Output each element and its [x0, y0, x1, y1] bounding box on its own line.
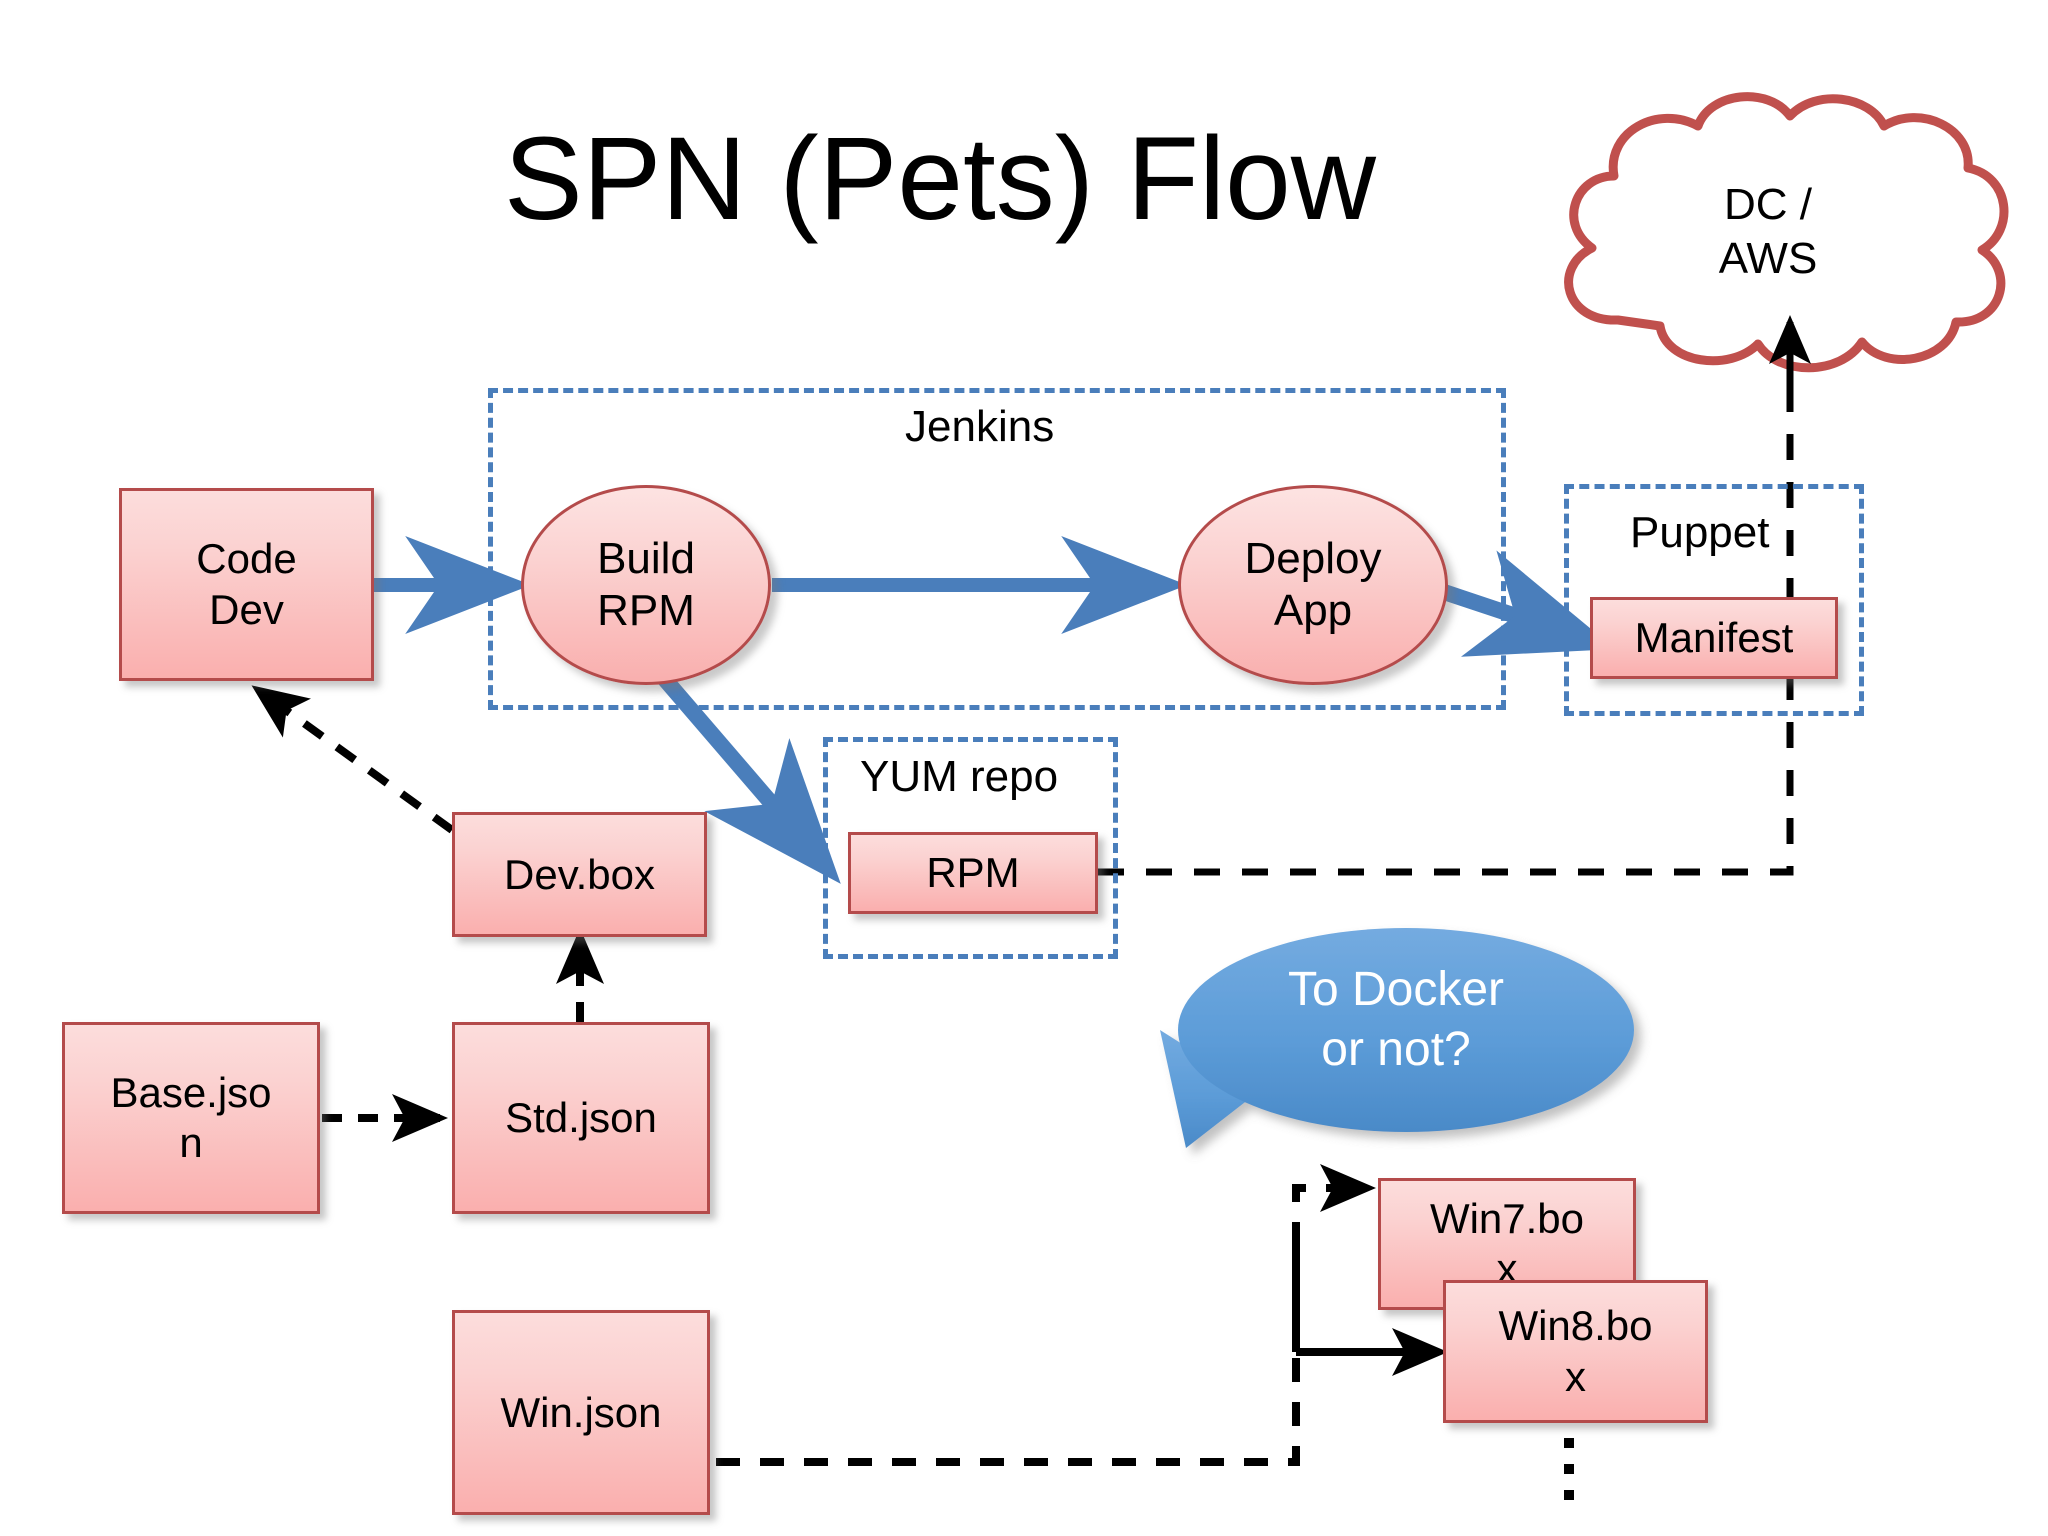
cloud-shape-dc-aws — [1564, 92, 2009, 373]
node-deploy-app-line1: Deploy — [1244, 534, 1382, 584]
group-box-yum-repo — [823, 737, 1118, 959]
node-rpm[interactable]: RPM — [848, 832, 1098, 914]
node-win-json[interactable]: Win.json — [452, 1310, 710, 1515]
node-std-json[interactable]: Std.json — [452, 1022, 710, 1214]
node-build-rpm[interactable]: Build RPM — [521, 485, 771, 685]
node-code-dev-line1: Code — [196, 535, 297, 583]
node-win8-box-line2: x — [1565, 1352, 1586, 1400]
group-label-puppet: Puppet — [1630, 508, 1770, 557]
node-dev-box[interactable]: Dev.box — [452, 812, 707, 937]
cloud-label-line1: DC / — [1724, 180, 1812, 229]
node-win8-box-line1: Win8.bo — [1498, 1302, 1653, 1350]
node-win7-box-line1: Win7.bo — [1429, 1194, 1585, 1242]
group-box-puppet — [1564, 484, 1864, 716]
slide-title: SPN (Pets) Flow — [503, 113, 1377, 245]
node-base-json-line2: n — [179, 1119, 203, 1166]
cloud-label-line2: AWS — [1718, 233, 1818, 283]
node-base-json-line1: Base.jso — [110, 1068, 272, 1116]
arrow-win-json-to-win7-box — [1292, 1164, 1376, 1246]
node-code-dev-line2: Dev — [209, 585, 284, 633]
arrow-dev-box-to-code-dev — [251, 685, 455, 834]
node-build-rpm-line1: Build — [597, 534, 695, 584]
node-build-rpm-line2: RPM — [597, 586, 695, 635]
callout-bubble-shape — [1160, 928, 1634, 1148]
edge-rpm-to-cloud-path — [1098, 400, 1794, 876]
vertical-ellipsis-icon — [1564, 1438, 1574, 1500]
group-label-yum-repo: YUM repo — [860, 752, 1059, 801]
node-manifest[interactable]: Manifest — [1590, 597, 1838, 679]
node-deploy-app-line2: App — [1273, 586, 1353, 635]
node-win8-box[interactable]: Win8.bo x — [1443, 1280, 1708, 1423]
callout-line2: or not? — [1321, 1023, 1471, 1076]
callout-bubble-label: To Docker or not? — [1186, 960, 1606, 1080]
group-box-jenkins — [488, 388, 1506, 710]
arrow-build-rpm-to-rpm — [637, 649, 841, 884]
node-code-dev[interactable]: Code Dev — [119, 488, 374, 681]
group-label-jenkins: Jenkins — [905, 402, 1055, 451]
edge-win-json-trunk — [716, 1246, 1300, 1466]
node-base-json[interactable]: Base.jso n — [62, 1022, 320, 1214]
node-deploy-app[interactable]: Deploy App — [1178, 485, 1448, 685]
callout-line1: To Docker — [1287, 963, 1505, 1016]
cloud-label-dc-aws: DC / AWS — [1648, 178, 1888, 285]
